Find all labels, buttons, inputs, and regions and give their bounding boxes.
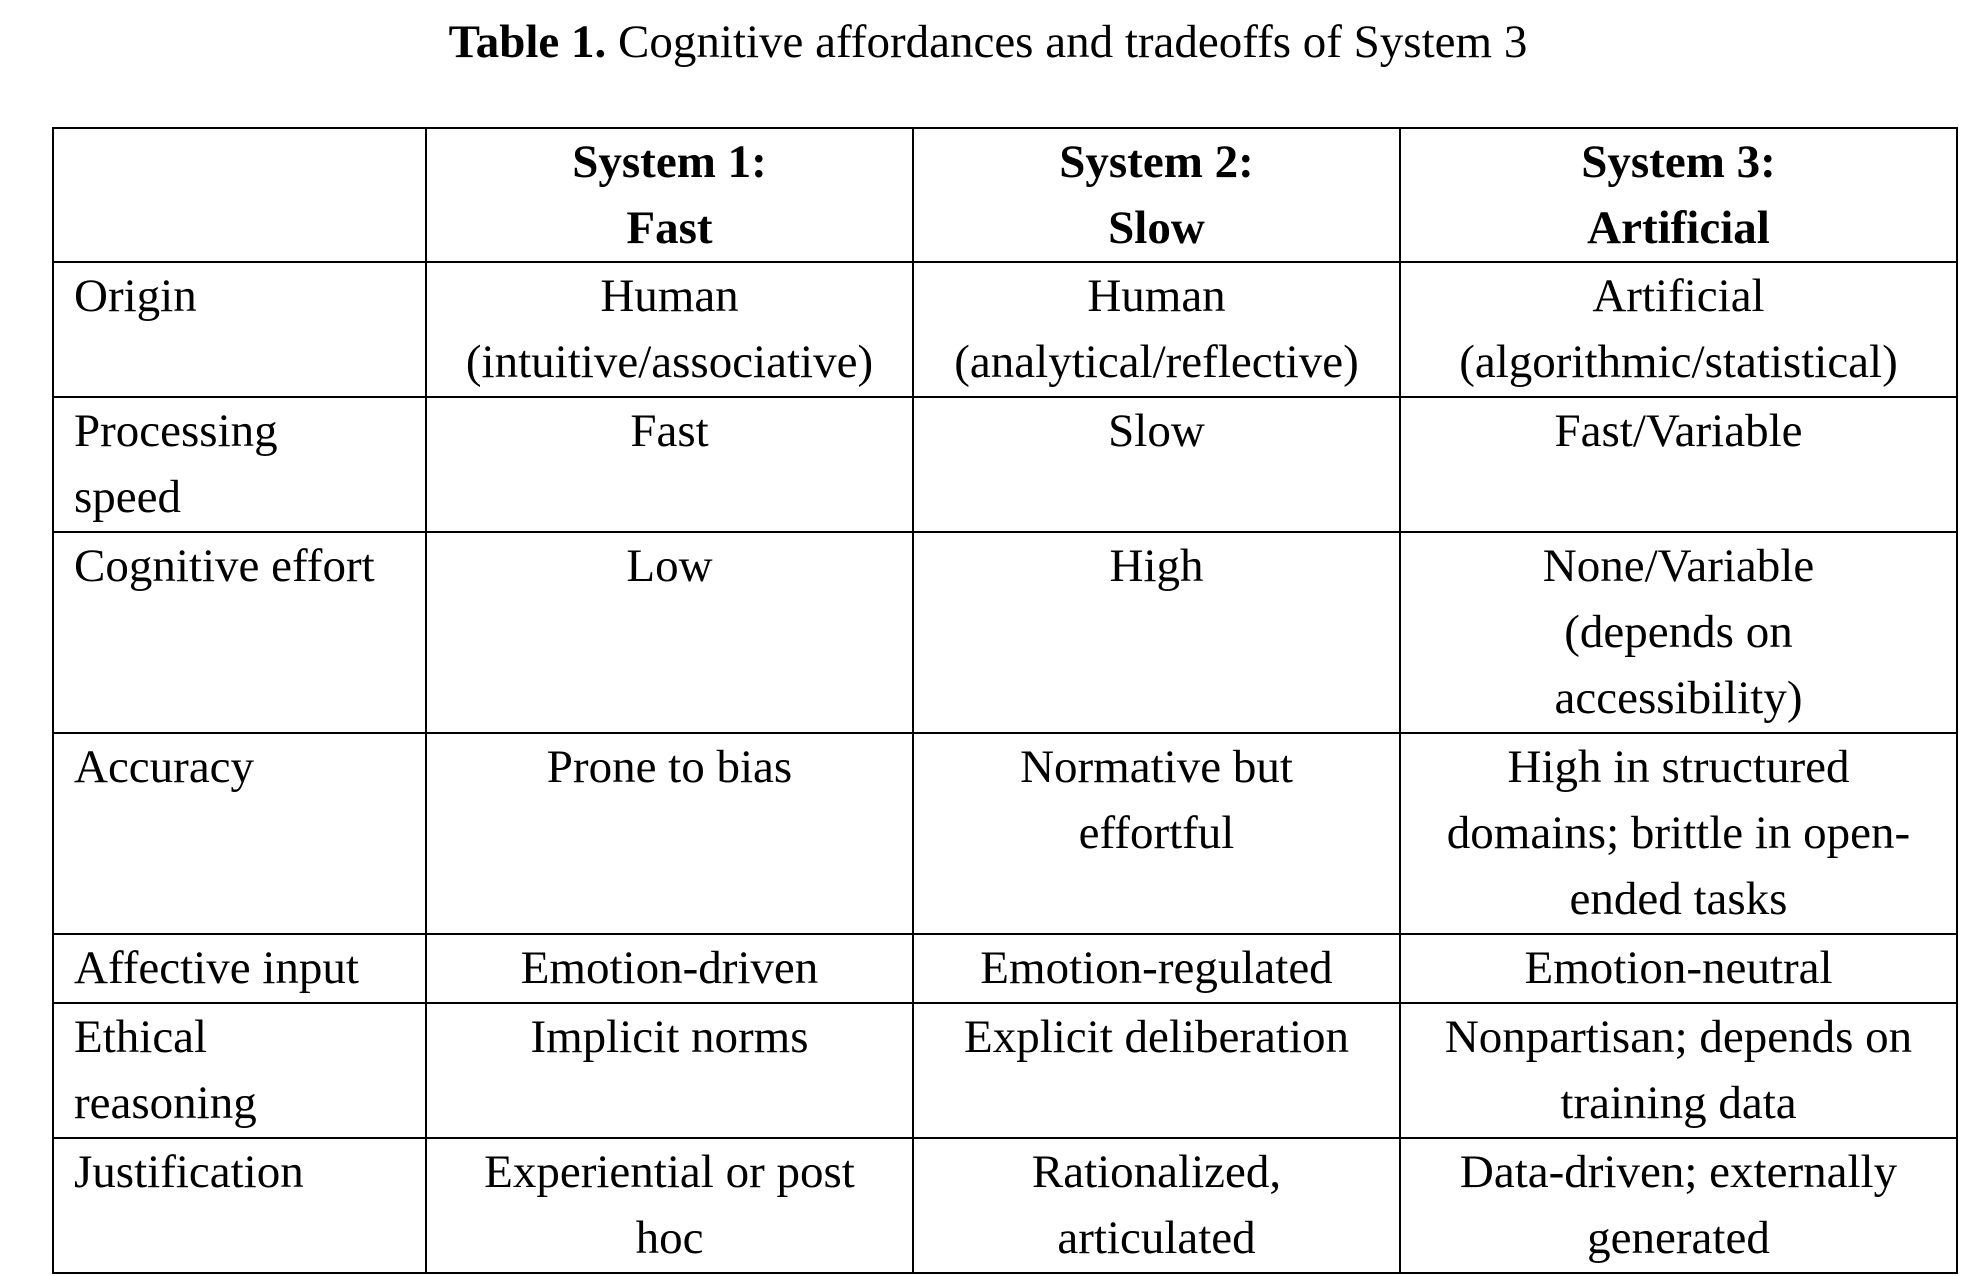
cell-justification-system-1-line-2: hoc [635, 1212, 704, 1264]
cell-cognitive-effort-system-3-line-2: (depends on [1564, 606, 1793, 658]
cell-justification-system-3-line-1: Data-driven; externally [1459, 1146, 1898, 1198]
table-caption: Table 1. Cognitive affordances and trade… [0, 12, 1976, 72]
cell-justification-system-3: Data-driven; externally generated [1399, 1137, 1958, 1274]
header-system-3-line-2: Artificial [1587, 202, 1770, 254]
table-row-origin: Origin Human (intuitive/associative) Hum… [52, 261, 1958, 398]
cell-processing-speed-system-3: Fast/Variable [1399, 396, 1958, 533]
cell-origin-system-2: Human (analytical/reflective) [912, 261, 1401, 398]
cell-accuracy-system-3-line-1: High in structured [1507, 741, 1850, 793]
cell-cognitive-effort-system-3: None/Variable (depends on accessibility) [1399, 531, 1958, 734]
cell-cognitive-effort-system-2: High [912, 531, 1401, 734]
header-system-3-line-1: System 3: [1581, 136, 1776, 188]
table-row-accuracy: Accuracy Prone to bias Normative but eff… [52, 732, 1958, 935]
cell-cognitive-effort-system-3-line-3: accessibility) [1554, 672, 1803, 724]
cell-accuracy-system-3: High in structured domains; brittle in o… [1399, 732, 1958, 935]
cell-cognitive-effort-system-3-line-1: None/Variable [1542, 540, 1815, 592]
cell-ethical-reasoning-system-1: Implicit norms [425, 1002, 914, 1139]
cell-justification-system-3-line-2: generated [1587, 1212, 1770, 1264]
cell-justification-system-1: Experiential or post hoc [425, 1137, 914, 1274]
cell-ethical-reasoning-system-3: Nonpartisan; depends on training data [1399, 1002, 1958, 1139]
cell-cognitive-effort-system-1: Low [425, 531, 914, 734]
cell-accuracy-system-3-line-3: ended tasks [1569, 873, 1788, 925]
cell-processing-speed-system-1-line-1: Fast [630, 405, 709, 457]
cell-ethical-reasoning-system-3-line-1: Nonpartisan; depends on [1444, 1011, 1913, 1063]
cell-ethical-reasoning-system-2-line-1: Explicit deliberation [963, 1011, 1350, 1063]
cell-ethical-reasoning-system-1-line-1: Implicit norms [530, 1011, 809, 1063]
cell-justification-system-2: Rationalized, articulated [912, 1137, 1401, 1274]
table-caption-text: Cognitive affordances and tradeoffs of S… [618, 16, 1528, 68]
row-label-justification: Justification [52, 1137, 427, 1274]
cell-justification-system-1-line-1: Experiential or post [484, 1146, 855, 1198]
cell-processing-speed-system-1: Fast [425, 396, 914, 533]
cell-justification-system-2-line-1: Rationalized, [1031, 1146, 1282, 1198]
cell-justification-system-2-line-2: articulated [1057, 1212, 1256, 1264]
header-system-2-line-2: Slow [1108, 202, 1205, 254]
cell-affective-input-system-3: Emotion-neutral [1399, 933, 1958, 1004]
cell-origin-system-1: Human (intuitive/associative) [425, 261, 914, 398]
cell-affective-input-system-1-line-1: Emotion-driven [520, 942, 819, 994]
header-system-1-line-2: Fast [626, 202, 713, 254]
row-label-accuracy: Accuracy [52, 732, 427, 935]
cell-origin-system-3-line-1: Artificial [1592, 270, 1765, 322]
cell-accuracy-system-2-line-1: Normative but [1020, 741, 1293, 793]
cell-origin-system-3-line-2: (algorithmic/statistical) [1459, 336, 1898, 388]
cell-origin-system-2-line-1: Human [1087, 270, 1226, 322]
header-system-2-line-1: System 2: [1059, 136, 1254, 188]
cell-accuracy-system-2-line-2: effortful [1078, 807, 1235, 859]
row-label-origin: Origin [52, 261, 427, 398]
cell-accuracy-system-1: Prone to bias [425, 732, 914, 935]
cell-processing-speed-system-2: Slow [912, 396, 1401, 533]
cell-affective-input-system-2-line-1: Emotion-regulated [980, 942, 1333, 994]
row-label-cognitive-effort-line-1: Cognitive effort [74, 540, 375, 592]
header-system-2: System 2: Slow [912, 127, 1401, 263]
cell-origin-system-1-line-2: (intuitive/associative) [465, 336, 874, 388]
table-row-ethical-reasoning: Ethical reasoning Implicit norms Explici… [52, 1002, 1958, 1139]
cell-accuracy-system-2: Normative but effortful [912, 732, 1401, 935]
cell-origin-system-2-line-2: (analytical/reflective) [954, 336, 1359, 388]
table-row-justification: Justification Experiential or post hoc R… [52, 1137, 1958, 1274]
cell-ethical-reasoning-system-3-line-2: training data [1560, 1077, 1797, 1129]
cell-accuracy-system-1-line-1: Prone to bias [546, 741, 793, 793]
table-row-affective-input: Affective input Emotion-driven Emotion-r… [52, 933, 1958, 1004]
table-row-cognitive-effort: Cognitive effort Low High None/Variable … [52, 531, 1958, 734]
row-label-processing-speed: Processing speed [52, 396, 427, 533]
row-label-justification-line-1: Justification [74, 1146, 304, 1198]
cell-processing-speed-system-3-line-1: Fast/Variable [1554, 405, 1803, 457]
cell-ethical-reasoning-system-2: Explicit deliberation [912, 1002, 1401, 1139]
cell-affective-input-system-2: Emotion-regulated [912, 933, 1401, 1004]
row-label-affective-input-line-1: Affective input [74, 942, 359, 994]
comparison-table: System 1: Fast System 2: Slow System 3: … [52, 127, 1958, 1274]
cell-cognitive-effort-system-2-line-1: High [1109, 540, 1204, 592]
row-label-ethical-reasoning: Ethical reasoning [52, 1002, 427, 1139]
row-label-processing-speed-line-1: Processing [74, 405, 278, 457]
row-label-affective-input: Affective input [52, 933, 427, 1004]
header-system-1-line-1: System 1: [572, 136, 767, 188]
row-label-origin-line-1: Origin [74, 270, 197, 322]
row-label-accuracy-line-1: Accuracy [74, 741, 255, 793]
row-label-ethical-reasoning-line-1: Ethical [74, 1011, 208, 1063]
header-system-3: System 3: Artificial [1399, 127, 1958, 263]
cell-processing-speed-system-2-line-1: Slow [1108, 405, 1205, 457]
table-caption-label: Table 1. [448, 16, 607, 68]
row-label-processing-speed-line-2: speed [74, 471, 182, 523]
cell-origin-system-1-line-1: Human [600, 270, 739, 322]
row-label-cognitive-effort: Cognitive effort [52, 531, 427, 734]
row-label-ethical-reasoning-line-2: reasoning [74, 1077, 257, 1129]
cell-cognitive-effort-system-1-line-1: Low [626, 540, 713, 592]
cell-origin-system-3: Artificial (algorithmic/statistical) [1399, 261, 1958, 398]
cell-affective-input-system-3-line-1: Emotion-neutral [1524, 942, 1833, 994]
cell-affective-input-system-1: Emotion-driven [425, 933, 914, 1004]
cell-accuracy-system-3-line-2: domains; brittle in open- [1446, 807, 1911, 859]
header-row: System 1: Fast System 2: Slow System 3: … [52, 127, 1958, 263]
header-system-1: System 1: Fast [425, 127, 914, 263]
table-row-processing-speed: Processing speed Fast Slow Fast/Variable [52, 396, 1958, 533]
header-corner-cell [52, 127, 427, 263]
